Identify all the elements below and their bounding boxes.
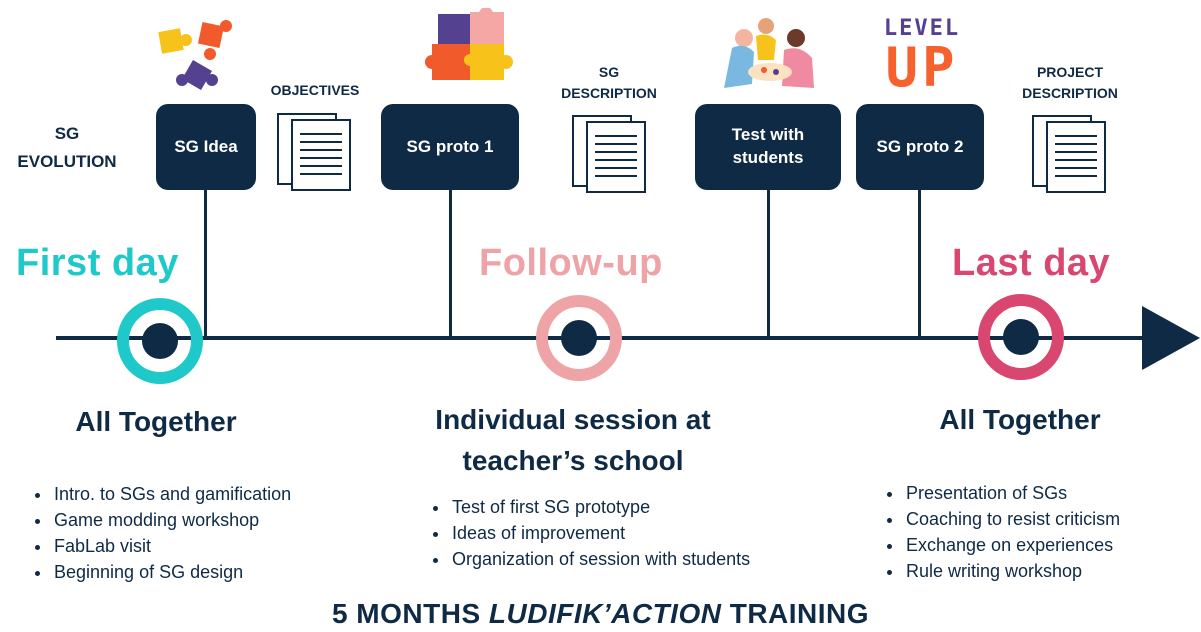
document-icon xyxy=(277,113,351,191)
stage-test-with-students: Test with students xyxy=(695,104,841,190)
objectives-label: OBJECTIVES xyxy=(270,82,360,98)
session-follow-up: Individual session at teacher’s school xyxy=(435,404,711,476)
connector-line xyxy=(204,190,207,338)
level-up-logo-line2: UP xyxy=(885,36,959,99)
last-day-activities: Presentation of SGs Coaching to resist c… xyxy=(882,480,1120,584)
session-first-day: All Together xyxy=(75,406,237,437)
list-item: Exchange on experiences xyxy=(904,532,1120,558)
list-item: Rule writing workshop xyxy=(904,558,1120,584)
training-title-suffix: TRAINING xyxy=(721,598,870,629)
list-item: Presentation of SGs xyxy=(904,480,1120,506)
milestone-first-day xyxy=(117,298,203,384)
training-title-emphasis: LUDIFIK’ACTION xyxy=(488,598,722,629)
project-description-label: PROJECT DESCRIPTION xyxy=(1022,64,1118,101)
connector-line xyxy=(449,190,452,338)
milestone-last-day xyxy=(978,294,1064,380)
milestone-follow-up xyxy=(536,295,622,381)
follow-up-activities: Test of first SG prototype Ideas of impr… xyxy=(428,494,750,572)
stage-sg-proto-1: SG proto 1 xyxy=(381,104,519,190)
list-item: Beginning of SG design xyxy=(52,559,291,585)
connector-line xyxy=(918,190,921,338)
stage-sg-proto-2: SG proto 2 xyxy=(856,104,984,190)
list-item: FabLab visit xyxy=(52,533,291,559)
sg-evolution-label: SG EVOLUTION xyxy=(17,124,117,171)
list-item: Game modding workshop xyxy=(52,507,291,533)
stage-sg-idea: SG Idea xyxy=(156,104,256,190)
phase-title-last-day: Last day xyxy=(952,242,1111,284)
list-item: Ideas of improvement xyxy=(450,520,750,546)
first-day-activities: Intro. to SGs and gamification Game modd… xyxy=(30,481,291,585)
document-icon xyxy=(1032,115,1106,193)
list-item: Organization of session with students xyxy=(450,546,750,572)
session-last-day: All Together xyxy=(939,404,1101,435)
list-item: Test of first SG prototype xyxy=(450,494,750,520)
list-item: Coaching to resist criticism xyxy=(904,506,1120,532)
sg-description-label: SG DESCRIPTION xyxy=(561,64,657,101)
level-up-logo: LEVEL UP xyxy=(870,18,974,96)
puzzle-assembled-icon xyxy=(425,8,513,80)
level-up-logo-line1: LEVEL xyxy=(883,16,961,41)
list-item: Intro. to SGs and gamification xyxy=(52,481,291,507)
timeline-arrowhead-icon xyxy=(1142,306,1200,370)
phase-title-first-day: First day xyxy=(16,242,179,284)
document-icon xyxy=(572,115,646,193)
puzzle-pieces-icon xyxy=(158,20,232,91)
training-title-prefix: 5 MONTHS xyxy=(331,598,489,629)
connector-line xyxy=(767,190,770,338)
students-illustration-icon xyxy=(724,18,814,88)
phase-title-follow-up: Follow-up xyxy=(479,242,663,284)
training-title: 5 MONTHS LUDIFIK’ACTION TRAINING xyxy=(0,598,1201,630)
